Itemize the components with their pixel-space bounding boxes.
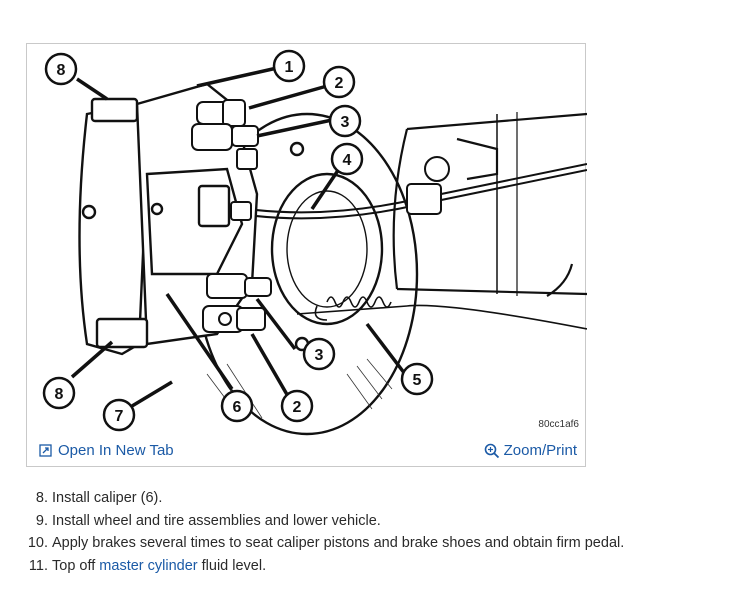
master-cylinder-link[interactable]: master cylinder bbox=[99, 557, 198, 574]
svg-text:8: 8 bbox=[57, 62, 66, 79]
step-11: 11.Top off master cylinder fluid level. bbox=[24, 555, 624, 578]
magnifier-icon bbox=[484, 443, 499, 458]
zoom-print-link[interactable]: Zoom/Print bbox=[484, 442, 577, 459]
step-8: 8.Install caliper (6). bbox=[24, 487, 624, 510]
open-in-new-tab-label: Open In New Tab bbox=[58, 442, 174, 459]
step-10: 10.Apply brakes several times to seat ca… bbox=[24, 532, 624, 555]
callout-3-lower: 3 bbox=[302, 337, 336, 371]
svg-text:4: 4 bbox=[343, 152, 352, 169]
svg-text:2: 2 bbox=[335, 75, 344, 92]
svg-text:8: 8 bbox=[55, 386, 64, 403]
step-number: 8. bbox=[35, 490, 48, 506]
callout-2-lower: 2 bbox=[280, 389, 314, 423]
callout-7: 7 bbox=[102, 398, 136, 432]
caliper-illustration: 1 2 3 4 3 5 2 6 7 8 8 bbox=[42, 49, 587, 436]
open-in-new-tab-link[interactable]: Open In New Tab bbox=[39, 442, 174, 459]
open-tab-icon bbox=[39, 444, 52, 457]
instruction-steps: 8.Install caliper (6). 9.Install wheel a… bbox=[24, 487, 624, 577]
svg-text:5: 5 bbox=[413, 372, 422, 389]
svg-text:2: 2 bbox=[293, 399, 302, 416]
callout-3: 3 bbox=[328, 104, 362, 138]
callout-1: 1 bbox=[272, 49, 306, 83]
svg-text:1: 1 bbox=[285, 59, 294, 76]
callout-6: 6 bbox=[220, 389, 254, 423]
step-text-tail: fluid level. bbox=[197, 557, 267, 574]
step-text: Apply brakes several times to seat calip… bbox=[52, 535, 625, 551]
svg-text:3: 3 bbox=[315, 347, 324, 364]
callout-2: 2 bbox=[322, 65, 356, 99]
step-text: Install caliper (6). bbox=[52, 490, 163, 506]
step-number: 10. bbox=[27, 535, 48, 551]
callout-5: 5 bbox=[400, 362, 434, 396]
step-text: Install wheel and tire assemblies and lo… bbox=[52, 512, 381, 529]
callout-8-lower: 8 bbox=[42, 376, 76, 410]
figure-code: 80cc1af6 bbox=[538, 419, 579, 430]
zoom-print-label: Zoom/Print bbox=[503, 442, 577, 459]
figure-toolbar: Open In New Tab Zoom/Print bbox=[27, 436, 585, 466]
callout-4: 4 bbox=[330, 142, 364, 176]
brake-caliper-figure: 1 2 3 4 3 5 2 6 7 8 8 80cc1af6 Open In N… bbox=[26, 43, 587, 467]
svg-text:7: 7 bbox=[115, 408, 124, 425]
svg-text:3: 3 bbox=[341, 114, 350, 131]
step-number: 11. bbox=[28, 557, 48, 574]
callout-8-upper: 8 bbox=[44, 52, 78, 86]
svg-text:6: 6 bbox=[233, 399, 242, 416]
step-text: Top off bbox=[52, 557, 100, 574]
step-9: 9.Install wheel and tire assemblies and … bbox=[24, 510, 624, 533]
step-number: 9. bbox=[35, 512, 48, 529]
